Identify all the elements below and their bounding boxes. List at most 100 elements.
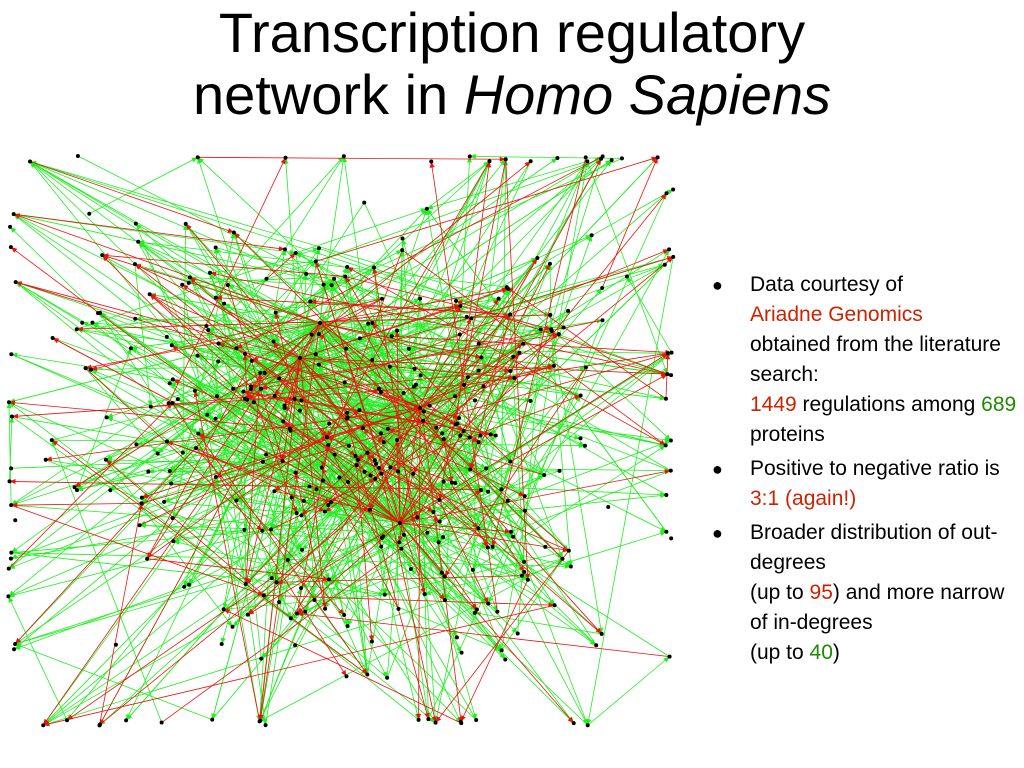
positive-edge: [8, 322, 321, 569]
protein-node: [325, 435, 330, 440]
edge-arrowhead: [659, 445, 666, 451]
negative-edge: [52, 337, 401, 524]
protein-node: [260, 528, 265, 533]
protein-node: [41, 723, 46, 728]
bullet-3-text-a: Broader distribution of out-degrees: [750, 521, 998, 574]
positive-edge: [135, 223, 292, 619]
edge-arrowhead: [197, 157, 204, 164]
edge-arrowhead: [295, 544, 302, 550]
protein-node: [221, 607, 226, 612]
edge-arrowhead: [45, 456, 53, 462]
protein-node: [439, 570, 444, 575]
positive-edge: [11, 552, 385, 596]
protein-node: [128, 346, 133, 351]
negative-edge: [372, 322, 511, 462]
negative-edge: [319, 322, 464, 432]
protein-node: [437, 497, 442, 502]
positive-edge: [295, 208, 427, 254]
edge-arrowhead: [192, 427, 199, 434]
protein-node: [398, 521, 402, 525]
edge-arrowhead: [207, 414, 214, 421]
protein-node: [522, 508, 527, 513]
protein-node: [50, 336, 55, 341]
protein-node: [511, 534, 516, 539]
edge-arrowhead: [157, 447, 164, 454]
protein-node: [196, 431, 201, 436]
negative-edge: [299, 357, 385, 443]
edge-arrowhead: [394, 330, 400, 337]
protein-node: [344, 674, 349, 679]
edge-arrowhead: [368, 478, 376, 484]
negative-edge: [319, 322, 602, 635]
protein-node: [401, 532, 406, 537]
negative-edge: [29, 161, 235, 233]
positive-edge: [481, 357, 511, 462]
protein-node: [271, 339, 276, 344]
bullet-degrees: ● Broader distribution of out-degrees (u…: [708, 518, 1018, 668]
edge-arrowhead: [595, 627, 602, 634]
edge-arrowhead: [472, 522, 479, 529]
positive-edge: [244, 398, 348, 418]
negative-edge: [209, 272, 672, 376]
positive-edge: [244, 357, 301, 531]
protein-node: [664, 191, 669, 196]
edge-arrowhead: [189, 578, 194, 585]
positive-edge: [399, 522, 529, 581]
negative-edge: [399, 522, 574, 724]
protein-node: [282, 403, 287, 408]
edge-arrowhead: [247, 399, 254, 406]
edge-arrowhead: [189, 277, 196, 284]
protein-node: [469, 316, 474, 321]
negative-edge: [419, 343, 524, 409]
protein-node: [328, 500, 333, 505]
protein-node: [103, 457, 108, 462]
protein-node: [406, 346, 411, 351]
protein-node: [215, 394, 220, 399]
negative-edge: [141, 407, 421, 499]
edge-arrowhead: [596, 288, 603, 295]
negative-edge: [45, 407, 421, 461]
negative-edge: [418, 407, 421, 720]
negative-edge: [227, 284, 284, 462]
negative-edge: [284, 405, 401, 524]
protein-node: [7, 479, 12, 484]
protein-node: [464, 314, 469, 319]
protein-node: [8, 556, 13, 561]
negative-edge: [259, 357, 301, 722]
protein-node: [293, 250, 298, 255]
protein-node: [442, 574, 447, 579]
positive-edge: [319, 157, 558, 324]
edge-arrowhead: [464, 463, 471, 470]
protein-node: [479, 487, 484, 492]
positive-edge: [271, 577, 388, 679]
protein-node: [175, 397, 180, 402]
negative-edge: [318, 364, 479, 443]
negative-edge: [318, 333, 570, 551]
negative-edge: [319, 322, 429, 720]
edge-arrowhead: [6, 402, 12, 409]
protein-node: [551, 363, 556, 368]
protein-node: [408, 566, 413, 571]
negative-edge: [245, 407, 421, 585]
positive-edge: [398, 343, 480, 543]
negative-edge: [419, 407, 456, 425]
protein-node: [426, 717, 431, 722]
protein-node: [547, 261, 552, 266]
edge-arrowhead: [126, 713, 131, 721]
negative-edge: [438, 159, 507, 500]
bullet-2-text: Positive to negative ratio is: [750, 457, 1000, 480]
edge-arrowhead: [185, 223, 192, 231]
protein-node: [538, 327, 543, 332]
protein-node: [187, 582, 192, 587]
positive-edge: [324, 511, 401, 524]
protein-node: [401, 391, 406, 396]
protein-node: [108, 488, 113, 493]
edge-arrowhead: [504, 314, 511, 321]
positive-edge: [76, 407, 421, 491]
protein-node: [671, 254, 676, 259]
protein-node: [461, 428, 466, 433]
negative-edge: [43, 604, 555, 726]
protein-node: [485, 545, 490, 550]
protein-node: [282, 247, 287, 252]
protein-node: [522, 494, 527, 499]
